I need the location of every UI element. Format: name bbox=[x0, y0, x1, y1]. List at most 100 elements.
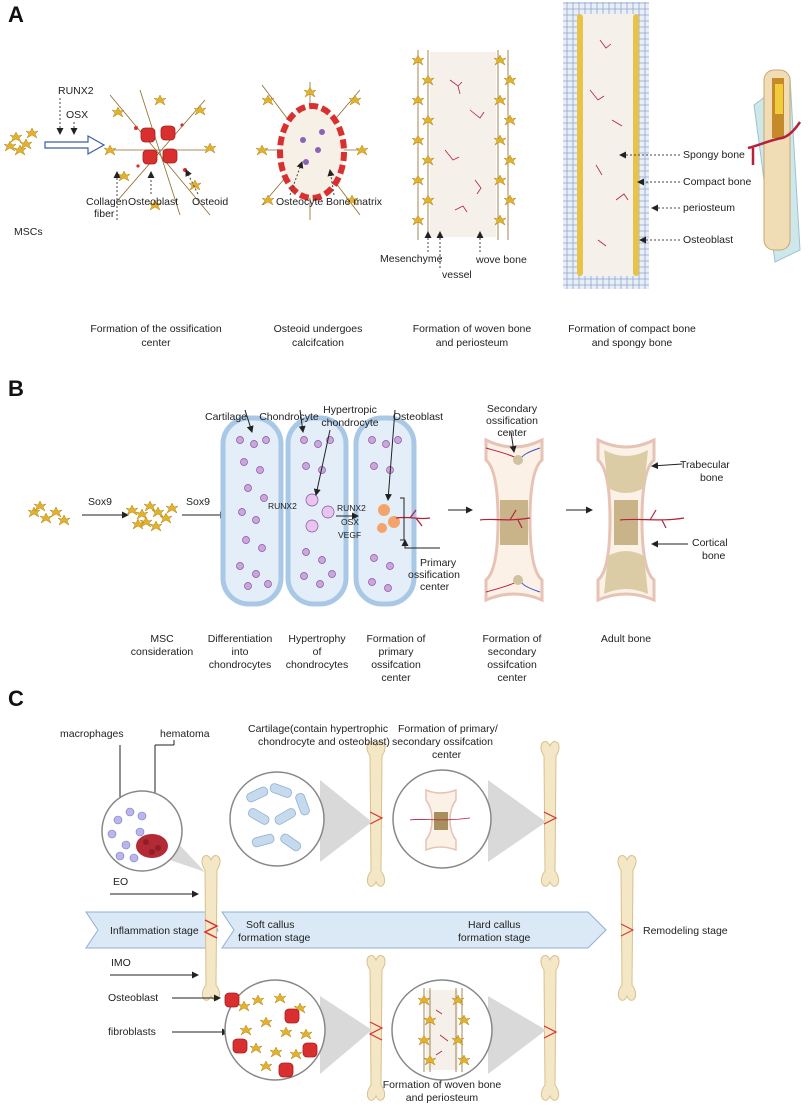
collagen-label-1: Collagen bbox=[86, 196, 128, 208]
inflammation-stage-label: Inflammation stage bbox=[110, 925, 199, 937]
caption-a1-line2: center bbox=[141, 337, 171, 349]
caption-b4-line2: primary bbox=[378, 646, 414, 658]
sox9-label-1: Sox9 bbox=[88, 496, 112, 508]
osx-label-b: OSX bbox=[341, 517, 359, 527]
primary-label-2: ossification bbox=[408, 569, 460, 581]
caption-b5-line3: ossifcation bbox=[487, 659, 537, 671]
hypertropic-label-2: chondrocyte bbox=[321, 417, 378, 429]
secondary-label-3: center bbox=[497, 427, 527, 439]
caption-b2-line1: Differentiation bbox=[208, 633, 273, 645]
cartilage-zoom-circle bbox=[229, 771, 372, 867]
woven-c-label-1: Formation of woven bone bbox=[383, 1079, 502, 1091]
formation-c-label-1: Formation of primary/ bbox=[398, 723, 498, 735]
caption-b4-line1: Formation of bbox=[367, 633, 426, 645]
caption-b3-line1: Hypertrophy bbox=[288, 633, 346, 645]
woven-bone-illustration bbox=[411, 50, 517, 240]
hard-callus-label-1: Hard callus bbox=[468, 919, 521, 931]
bone-eo-1 bbox=[366, 740, 386, 887]
caption-a4-line2: and spongy bone bbox=[592, 337, 673, 349]
bone-imo-1 bbox=[366, 954, 386, 1101]
periosteum-label: periosteum bbox=[683, 202, 735, 214]
soft-callus-label-2: formation stage bbox=[238, 932, 311, 944]
woven-bone-zoom-circle bbox=[391, 979, 546, 1081]
caption-b5-line1: Formation of bbox=[483, 633, 542, 645]
msc-cluster-icon bbox=[3, 127, 39, 156]
osteoblast-c-label: Osteoblast bbox=[108, 992, 158, 1004]
cortical-label-2: bone bbox=[702, 550, 726, 562]
primary-label-1: Primary bbox=[420, 557, 457, 569]
formation-c-label-3: center bbox=[432, 749, 462, 761]
bone-imo-2 bbox=[540, 954, 560, 1101]
compact-bone-label: Compact bone bbox=[683, 176, 751, 188]
osteoblast-label-a2: Osteoblast bbox=[683, 234, 733, 246]
imo-cells-zoom-circle bbox=[224, 979, 372, 1081]
caption-a3-line2: and periosteum bbox=[436, 337, 509, 349]
bone-eo-2 bbox=[540, 740, 560, 887]
cartilage-template-3 bbox=[353, 415, 417, 607]
secondary-ossification-bone bbox=[479, 437, 544, 603]
cartilage-label: Cartilage bbox=[205, 411, 247, 423]
mscs-label: MSCs bbox=[14, 226, 43, 238]
caption-a2-line2: calcifcation bbox=[292, 337, 344, 349]
caption-b4-line4: center bbox=[381, 672, 411, 684]
panel-letter-c: C bbox=[8, 686, 24, 711]
osteoblast-label-a: Osteoblast bbox=[128, 196, 178, 208]
trabecular-label-1: Trabecular bbox=[680, 459, 730, 471]
soft-callus-label-1: Soft callus bbox=[246, 919, 294, 931]
secondary-label-2: ossification bbox=[486, 415, 538, 427]
hematoma-label: hematoma bbox=[160, 728, 210, 740]
remodeling-stage-label: Remodeling stage bbox=[643, 925, 728, 937]
adult-bone bbox=[596, 437, 685, 603]
wove-bone-label: wove bone bbox=[475, 254, 527, 266]
caption-a1-line1: Formation of the ossification bbox=[90, 323, 221, 335]
caption-b4-line3: ossifcation bbox=[371, 659, 421, 671]
ossification-center-illustration bbox=[103, 89, 217, 216]
cartilage-c-label-2: chondrocyte and osteoblast) bbox=[258, 736, 390, 748]
imo-label: IMO bbox=[111, 957, 131, 969]
fractured-bone-center bbox=[201, 854, 221, 1001]
cartilage-template-1 bbox=[220, 415, 284, 607]
inflammation-zoom-circle bbox=[101, 790, 205, 872]
caption-a2-line1: Osteoid undergoes bbox=[274, 323, 363, 335]
mesenchyme-label: Mesenchyme bbox=[380, 253, 443, 265]
long-bone-cutaway-icon bbox=[747, 69, 802, 263]
caption-b2-line2: into bbox=[232, 646, 249, 658]
fractured-bone-remodel bbox=[617, 854, 637, 1001]
cartilage-c-label-1: Cartilage(contain hypertrophic bbox=[248, 723, 388, 735]
caption-b1-line2: consideration bbox=[131, 646, 194, 658]
collagen-label-2: fiber bbox=[94, 208, 115, 220]
bone-matrix-label: Bone matrix bbox=[326, 196, 383, 208]
woven-c-label-2: and periosteum bbox=[406, 1092, 479, 1104]
panel-letter-a: A bbox=[8, 2, 24, 27]
blood-vessel-b-icon bbox=[395, 509, 431, 527]
caption-a3-line1: Formation of woven bone bbox=[413, 323, 532, 335]
runx2-label: RUNX2 bbox=[58, 85, 94, 97]
macrophages-label: macrophages bbox=[60, 728, 124, 740]
sox9-label-2: Sox9 bbox=[186, 496, 210, 508]
callus-stage-arrow bbox=[221, 911, 607, 949]
formation-c-label-2: secondary ossifcation bbox=[392, 736, 493, 748]
primary-label-3: center bbox=[420, 581, 450, 593]
osx-label: OSX bbox=[66, 109, 88, 121]
panel-letter-b: B bbox=[8, 376, 24, 401]
osteocyte-label: Osteocyte bbox=[276, 196, 323, 208]
cortical-label-1: Cortical bbox=[692, 537, 728, 549]
msc-condensation-icon bbox=[125, 500, 179, 532]
caption-b2-line3: chondrocytes bbox=[209, 659, 271, 671]
eo-label: EO bbox=[113, 876, 128, 888]
spongy-bone-label: Spongy bone bbox=[683, 149, 745, 161]
caption-a4-line1: Formation of compact bone bbox=[568, 323, 696, 335]
cartilage-template-2 bbox=[285, 415, 349, 607]
secondary-label-1: Secondary bbox=[487, 403, 538, 415]
hypertropic-label-1: Hypertropic bbox=[323, 404, 377, 416]
vegf-label: VEGF bbox=[338, 530, 361, 540]
differentiation-arrow-icon bbox=[44, 134, 106, 156]
compact-spongy-bone-illustration bbox=[563, 2, 649, 289]
msc-cells-b-icon bbox=[27, 500, 71, 526]
caption-b1-line1: MSC bbox=[150, 633, 174, 645]
trabecular-label-2: bone bbox=[700, 472, 724, 484]
runx2-label-b2: RUNX2 bbox=[337, 503, 366, 513]
caption-b3-line2: of bbox=[313, 646, 322, 658]
ossification-zoom-circle bbox=[392, 769, 546, 869]
